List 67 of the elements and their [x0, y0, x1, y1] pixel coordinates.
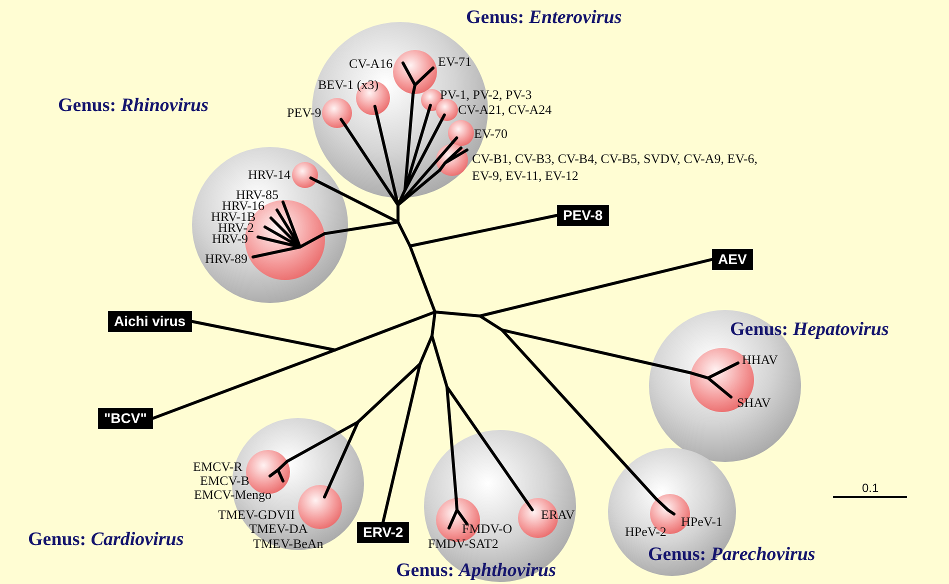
genus-heading: Genus: Hepatovirus: [730, 320, 889, 341]
branch-line: [328, 420, 360, 488]
taxon-label: HRV-14: [248, 168, 291, 181]
taxon-label: TMEV-BeAn: [253, 537, 324, 550]
branch-line: [446, 386, 458, 500]
branch-line: [500, 328, 658, 501]
branch-line: [418, 334, 434, 366]
branch-line: [404, 92, 415, 192]
branch-line: [500, 328, 692, 374]
branch-line: [323, 220, 400, 236]
taxon-box: "BCV": [98, 408, 153, 429]
taxon-label: HRV-1B: [211, 210, 256, 223]
taxon-label: HRV-2: [218, 221, 254, 234]
branch-line: [408, 214, 558, 248]
branch-line: [190, 320, 336, 352]
taxon-label: CV-A16: [349, 57, 393, 70]
branch-line: [356, 362, 422, 424]
taxon-box: AEV: [712, 249, 753, 270]
taxon-label: HRV-16: [222, 199, 265, 212]
taxon-label: BEV-1 (x3): [318, 78, 379, 91]
taxon-label: FMDV-SAT2: [428, 537, 498, 550]
taxon-label: ERAV: [541, 508, 575, 521]
branch-line: [478, 314, 504, 332]
genus-heading: Genus: Aphthovirus: [396, 561, 556, 582]
branch-line: [396, 204, 400, 224]
taxon-label: FMDV-O: [462, 522, 512, 535]
genus-heading: Genus: Parechovirus: [648, 545, 816, 566]
taxon-label: HPeV-2: [625, 525, 666, 538]
genus-heading: Genus: Cardiovirus: [28, 530, 184, 551]
taxon-label: HPeV-1: [681, 515, 722, 528]
taxon-label: SHAV: [737, 396, 771, 409]
branch-line: [446, 386, 528, 504]
branch-line: [434, 310, 482, 318]
genus-heading: Genus: Rhinovirus: [58, 96, 208, 117]
branch-line: [334, 310, 436, 352]
taxon-label: CV-A21, CV-A24: [458, 103, 552, 116]
branch-line: [315, 179, 400, 224]
taxon-label: HRV-89: [205, 252, 248, 265]
taxon-label: EMCV-B: [200, 474, 250, 487]
taxon-label: HRV-85: [236, 188, 279, 201]
branch-line: [404, 118, 444, 192]
branch-line: [382, 362, 422, 524]
taxon-label: CV-B1, CV-B3, CV-B4, CV-B5, SVDV, CV-A9, EV-6, EV-9, EV-11, EV-12: [472, 150, 758, 184]
taxon-label: TMEV-DA: [249, 522, 308, 535]
taxon-box: PEV-8: [557, 205, 609, 226]
scale-label: 0.1: [862, 482, 879, 494]
branch-line: [286, 420, 360, 463]
genus-heading: Genus: Enterovirus: [466, 8, 622, 29]
taxon-box: ERV-2: [357, 522, 410, 543]
branch-line: [408, 244, 436, 314]
taxon-label: HRV-9: [212, 232, 248, 245]
branch-line: [430, 334, 448, 388]
taxon-box: Aichi virus: [108, 311, 192, 332]
branch-line: [344, 124, 400, 206]
branch-line: [396, 168, 442, 206]
taxon-label: EV-71: [438, 55, 472, 68]
branch-line: [430, 310, 436, 338]
taxon-label: PV-1, PV-2, PV-3: [440, 88, 532, 101]
branch-line: [396, 220, 412, 248]
taxon-label: EMCV-R: [193, 460, 242, 473]
branch-line: [478, 258, 714, 318]
taxon-label: EMCV-Mengo: [194, 488, 272, 501]
branch-line: [151, 348, 336, 420]
taxon-label: TMEV-GDVII: [218, 508, 295, 521]
taxon-label: HHAV: [742, 353, 778, 366]
taxon-label: PEV-9: [287, 106, 322, 119]
taxon-label: EV-70: [474, 127, 508, 140]
